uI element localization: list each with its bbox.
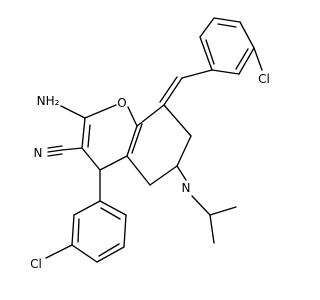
bond: [199, 17, 215, 38]
bond: [45, 244, 73, 259]
molecule-diagram: O N NH₂ N Cl Cl: [30, 17, 270, 271]
top-chlorophenyl-ring: [199, 17, 263, 75]
bond: [71, 244, 98, 263]
bond: [60, 105, 86, 119]
bond: [99, 155, 128, 171]
bond: [126, 155, 151, 186]
bond: [136, 104, 165, 127]
atom-labels: O N NH₂ N Cl Cl: [30, 72, 270, 271]
bond: [99, 200, 127, 216]
bond: [213, 17, 241, 23]
bond: [47, 153, 63, 157]
bond: [81, 117, 86, 149]
nitrile-nitrogen-label: N: [34, 146, 43, 160]
chlorine-top-label: Cl: [258, 72, 270, 86]
bond: [199, 36, 213, 71]
bond: [253, 47, 263, 71]
bond: [131, 123, 143, 154]
chlorine-bottom-label: Cl: [30, 257, 42, 271]
bond: [163, 77, 183, 106]
bond: [126, 125, 138, 157]
bond: [61, 147, 83, 151]
bond: [149, 165, 178, 186]
bond: [127, 106, 138, 127]
isopropyl-group: [176, 165, 237, 244]
bond: [191, 195, 211, 216]
bond: [123, 214, 127, 248]
bond: [47, 149, 63, 153]
fused-bicyclic-core: [81, 104, 192, 186]
bond: [84, 104, 117, 119]
amino-group: [60, 105, 86, 119]
bond: [209, 214, 215, 244]
bond: [217, 23, 237, 28]
bond: [176, 165, 187, 181]
bond: [77, 218, 80, 243]
bond: [176, 135, 192, 167]
bond: [181, 69, 213, 79]
bond: [238, 47, 255, 75]
benzylidene-link: [159, 69, 213, 106]
structure-canvas: O N NH₂ N Cl Cl: [30, 17, 270, 271]
nitrile-group: [47, 145, 83, 157]
bond: [73, 200, 101, 216]
bond: [239, 21, 255, 49]
bond: [71, 214, 75, 246]
bond: [209, 206, 237, 216]
bottom-chlorophenyl-ring: [45, 169, 127, 263]
bond: [211, 69, 240, 75]
bond: [235, 48, 249, 70]
bond: [205, 39, 215, 65]
oxygen-label: O: [117, 96, 126, 110]
bond: [98, 243, 120, 257]
amine-label: NH₂: [37, 94, 60, 108]
bond: [81, 147, 101, 171]
bond: [96, 246, 125, 263]
bond: [159, 76, 178, 103]
bond: [87, 124, 91, 148]
bond: [163, 104, 192, 137]
nitrogen-label: N: [182, 181, 191, 195]
bond: [47, 145, 63, 149]
bond: [100, 207, 121, 220]
